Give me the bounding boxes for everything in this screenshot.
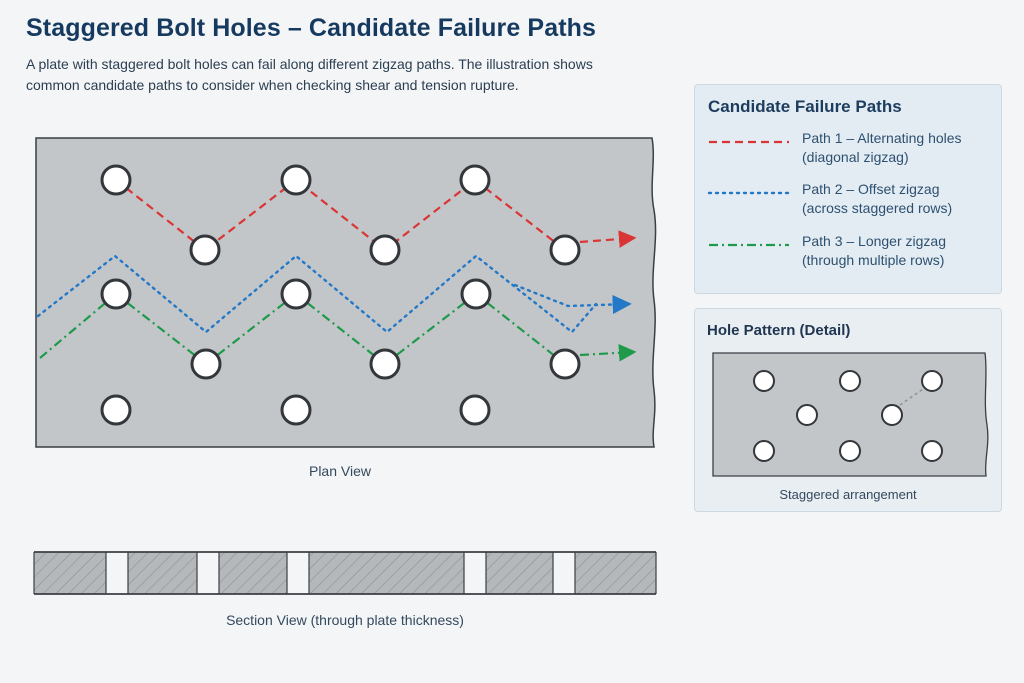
bolt-hole: [100, 164, 132, 196]
bolt-hole: [459, 394, 491, 426]
section-hole: [106, 552, 128, 594]
plan-view-caption: Plan View: [308, 463, 371, 479]
dashed-line-icon: [709, 140, 789, 144]
failure-path-1: [115, 178, 566, 252]
legend-label: Path 3 – Longer zigzag: [802, 233, 946, 249]
section-hole: [553, 552, 575, 594]
section-hole: [197, 552, 219, 594]
legend-sublabel: (through multiple rows): [802, 252, 945, 268]
bolt-hole: [459, 164, 491, 196]
detail-hole: [839, 370, 861, 392]
detail-hole: [753, 440, 775, 462]
failure-path-1-arrow: [579, 230, 637, 248]
dash-dot-line-icon: [709, 243, 789, 247]
bolt-hole: [280, 164, 312, 196]
hole-pattern-detail-diagram: [712, 352, 989, 477]
legend-item-path-1: Path 1 – Alternating holes (diagonal zig…: [695, 129, 1001, 173]
detail-hole: [881, 404, 903, 426]
bolt-hole: [100, 394, 132, 426]
section-hole: [287, 552, 309, 594]
bolt-hole: [549, 234, 581, 266]
failure-path-3-arrow: [579, 344, 637, 362]
failure-path-2: [36, 254, 598, 334]
legend-item-path-3: Path 3 – Longer zigzag (through multiple…: [695, 232, 1001, 276]
section-view: [33, 551, 657, 595]
failure-path-2-branch: [513, 283, 632, 315]
detail-hole: [921, 440, 943, 462]
bolt-hole: [460, 278, 492, 310]
bolt-hole: [100, 278, 132, 310]
detail-title: Hole Pattern (Detail): [707, 322, 851, 339]
legend-label: Path 1 – Alternating holes: [802, 130, 962, 146]
detail-caption: Staggered arrangement: [779, 487, 917, 502]
section-hole: [464, 552, 486, 594]
legend-sublabel: (across staggered rows): [802, 200, 953, 216]
bolt-hole: [280, 394, 312, 426]
intro-paragraph: A plate with staggered bolt holes can fa…: [26, 56, 593, 93]
bolt-hole: [369, 234, 401, 266]
detail-hole: [839, 440, 861, 462]
page-title: Staggered Bolt Holes – Candidate Failure…: [26, 14, 597, 42]
dotted-line-icon: [707, 191, 791, 195]
bolt-hole: [549, 348, 581, 380]
legend-sublabel: (diagonal zigzag): [802, 149, 909, 165]
hole-pattern-detail-panel: Hole Pattern (Detail) Staggered arrangem…: [694, 308, 1002, 512]
bolt-holes: [100, 164, 581, 426]
steel-plate: [35, 137, 657, 448]
section-view-caption: Section View (through plate thickness): [226, 612, 464, 628]
detail-hole: [921, 370, 943, 392]
bolt-hole: [190, 348, 222, 380]
legend-item-path-2: Path 2 – Offset zigzag (across staggered…: [695, 180, 1001, 224]
legend-title: Candidate Failure Paths: [708, 97, 902, 116]
bolt-hole: [369, 348, 401, 380]
legend-panel: Candidate Failure Paths Path 1 – Alterna…: [694, 84, 1002, 294]
detail-hole: [796, 404, 818, 426]
legend-label: Path 2 – Offset zigzag: [802, 181, 940, 197]
detail-hole: [753, 370, 775, 392]
bolt-hole: [189, 234, 221, 266]
bolt-hole: [280, 278, 312, 310]
